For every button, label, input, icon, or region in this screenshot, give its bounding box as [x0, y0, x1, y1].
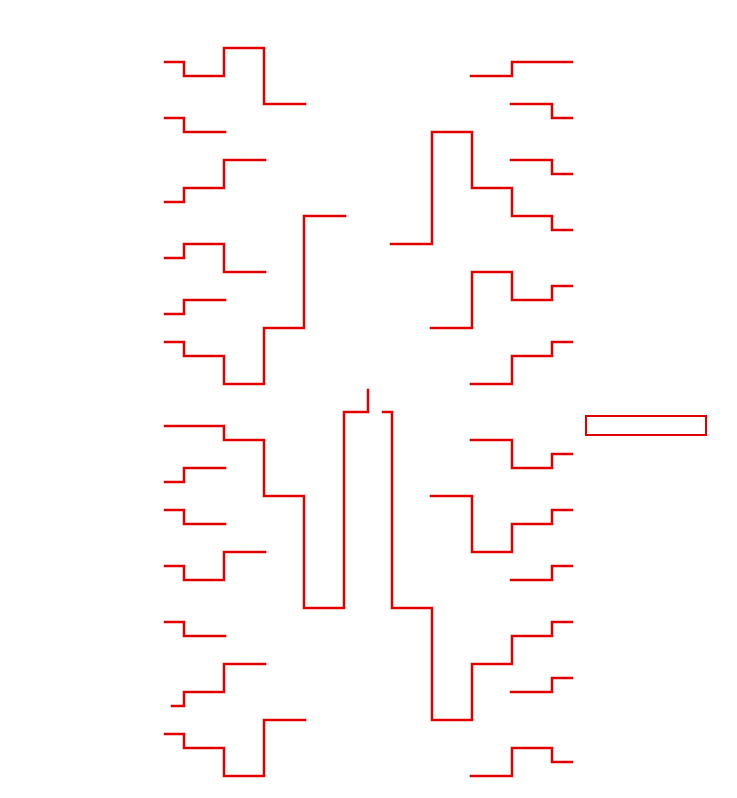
bracket-line-left-9: [163, 466, 227, 484]
bracket-line-left-3: [163, 158, 267, 204]
bracket-line-left-10: [163, 508, 227, 526]
bracket-line-left-13: [170, 662, 267, 708]
bracket-line-right-1: [469, 60, 574, 78]
bracket-line-right-2: [509, 102, 574, 120]
bracket-right-half: [381, 60, 574, 778]
bracket-line-right-12: [469, 746, 574, 778]
bracket-line-right-8: [429, 494, 574, 554]
bracket-line-left-1: [163, 46, 307, 106]
bracket-line-left-11: [163, 550, 267, 582]
bracket-line-right-5: [429, 270, 574, 330]
bracket-line-left-5: [163, 242, 267, 274]
bracket-line-left-2: [163, 116, 227, 134]
bracket-line-right-6: [469, 340, 574, 386]
champion-box: [585, 415, 707, 436]
bracket-line-left-8: [163, 388, 370, 610]
bracket-left-half: [163, 46, 370, 778]
bracket-line-right-9: [509, 564, 574, 582]
bracket-line-right-3: [389, 130, 574, 246]
bracket-line-right-11: [509, 676, 574, 694]
bracket-line-right-4: [509, 158, 574, 176]
bracket-line-right-7: [469, 438, 574, 470]
bracket-line-left-7: [163, 214, 306, 386]
bracket-line-left-12: [163, 620, 227, 638]
bracket-line-left-14: [163, 718, 307, 778]
bracket-line-right-10: [381, 410, 574, 722]
bracket-line-left-6: [163, 298, 227, 316]
